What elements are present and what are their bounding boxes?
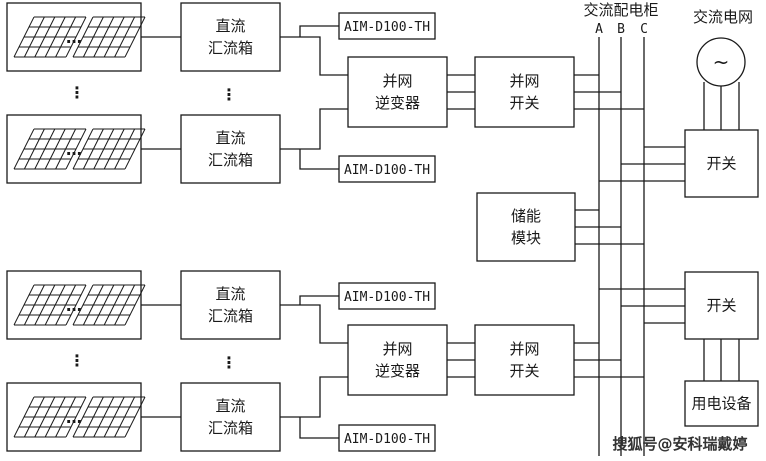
load-switch[interactable]: 开关 [684, 271, 759, 340]
phase-label-c: C [640, 22, 648, 37]
ellipsis: … [66, 296, 82, 315]
vertical-ellipsis: ⋮ [221, 85, 237, 104]
ac-source-icon [696, 37, 746, 87]
grid-switch-top-label-1: 并网 [509, 72, 539, 90]
monitor-bottom-2[interactable]: AIM-D100-TH [338, 424, 436, 452]
dc-combiner-top-2-label-2: 汇流箱 [208, 151, 253, 169]
inverter-bottom-frame [347, 324, 448, 396]
nodes: ……⋮⋮直流汇流箱直流汇流箱AIM-D100-THAIM-D100-TH并网逆变… [6, 2, 759, 452]
monitor-top-2[interactable]: AIM-D100-TH [338, 155, 436, 183]
phase-label-b: B [617, 22, 625, 37]
grid-switch-main[interactable]: 开关 [684, 129, 759, 198]
vertical-ellipsis: ⋮ [69, 351, 85, 370]
combiner-to-inverter [280, 108, 348, 150]
solar-panel-icon [13, 16, 87, 58]
inverter-top-frame [347, 56, 448, 128]
monitor-top-1[interactable]: AIM-D100-TH [338, 12, 436, 40]
solar-panel-icon [72, 16, 146, 58]
storage-module-frame [476, 192, 576, 262]
phase-label-a: A [595, 22, 603, 37]
grid-switch-top-label-2: 开关 [509, 94, 539, 112]
dc-combiner-bottom-2-frame [180, 382, 281, 452]
dc-combiner-bottom-1-label-1: 直流 [215, 285, 245, 303]
load-equipment-label-1: 用电设备 [691, 395, 751, 413]
ellipsis: … [66, 408, 82, 427]
ac-cabinet-title: 交流配电柜 [583, 1, 658, 19]
ellipsis: … [66, 28, 82, 47]
watermark: 搜狐号@安科瑞戴婷 [612, 435, 747, 453]
monitor-top-2-label-1: AIM-D100-TH [344, 163, 430, 178]
dc-combiner-top-1-label-2: 汇流箱 [208, 39, 253, 57]
solar-panel-icon [13, 128, 87, 170]
combiner-to-inverter [280, 376, 348, 418]
ac-grid-title: 交流电网 [693, 8, 753, 26]
grid-switch-main-frame [684, 129, 759, 198]
solar-panel-icon [72, 396, 146, 438]
pv-array-bottom-2[interactable]: … [6, 382, 146, 452]
pv-array-top-2[interactable]: … [6, 114, 146, 184]
solar-panel-icon [72, 284, 146, 326]
dc-combiner-top-2-label-1: 直流 [215, 129, 245, 147]
pv-array-bottom-1[interactable]: … [6, 270, 146, 340]
dc-combiner-top-1-frame [180, 2, 281, 72]
wires [141, 25, 740, 456]
grid-switch-main-label-1: 开关 [706, 155, 736, 173]
solar-panel-icon [13, 284, 87, 326]
combiner-to-inverter [280, 36, 348, 76]
dc-combiner-top-1-label-1: 直流 [215, 17, 245, 35]
ac-wave-symbol: ~ [713, 50, 730, 74]
inverter-top-label-2: 逆变器 [375, 94, 420, 112]
dc-combiner-top-2-frame [180, 114, 281, 184]
grid-switch-bottom-label-1: 并网 [509, 340, 539, 358]
dc-combiner-bottom-1-label-2: 汇流箱 [208, 307, 253, 325]
inverter-top-label-1: 并网 [382, 72, 412, 90]
vertical-ellipsis: ⋮ [221, 353, 237, 372]
pv-array-top-1[interactable]: … [6, 2, 146, 72]
ellipsis: … [66, 140, 82, 159]
monitor-bottom-1[interactable]: AIM-D100-TH [338, 282, 436, 310]
combiner-to-monitor [299, 417, 339, 439]
combiner-to-monitor [299, 25, 339, 37]
grid-switch-bottom-label-2: 开关 [509, 362, 539, 380]
solar-panel-icon [13, 396, 87, 438]
storage-module-label-2: 模块 [511, 229, 541, 247]
monitor-top-2-frame [338, 155, 436, 183]
dc-combiner-bottom-2-label-2: 汇流箱 [208, 419, 253, 437]
combiner-to-monitor [299, 295, 339, 305]
inverter-bottom-label-2: 逆变器 [375, 362, 420, 380]
monitor-top-1-frame [338, 12, 436, 40]
vertical-ellipsis: ⋮ [69, 83, 85, 102]
grid-switch-bottom-frame [474, 324, 575, 396]
dc-combiner-bottom-1-frame [180, 270, 281, 340]
grid-switch-top-frame [474, 56, 575, 128]
load-equipment[interactable]: 用电设备 [684, 380, 759, 427]
monitor-bottom-1-frame [338, 282, 436, 310]
combiner-to-inverter [280, 304, 348, 344]
monitor-bottom-2-label-1: AIM-D100-TH [344, 432, 430, 447]
dc-combiner-bottom-2-label-1: 直流 [215, 397, 245, 415]
monitor-bottom-1-label-1: AIM-D100-TH [344, 290, 430, 305]
load-switch-label-1: 开关 [706, 297, 736, 315]
monitor-top-1-label-1: AIM-D100-TH [344, 20, 430, 35]
load-switch-frame [684, 271, 759, 340]
solar-panel-icon [72, 128, 146, 170]
monitor-bottom-2-frame [338, 424, 436, 452]
inverter-bottom-label-1: 并网 [382, 340, 412, 358]
load-equipment-frame [684, 380, 759, 427]
combiner-to-monitor [299, 149, 339, 170]
storage-module-label-1: 储能 [511, 207, 541, 225]
